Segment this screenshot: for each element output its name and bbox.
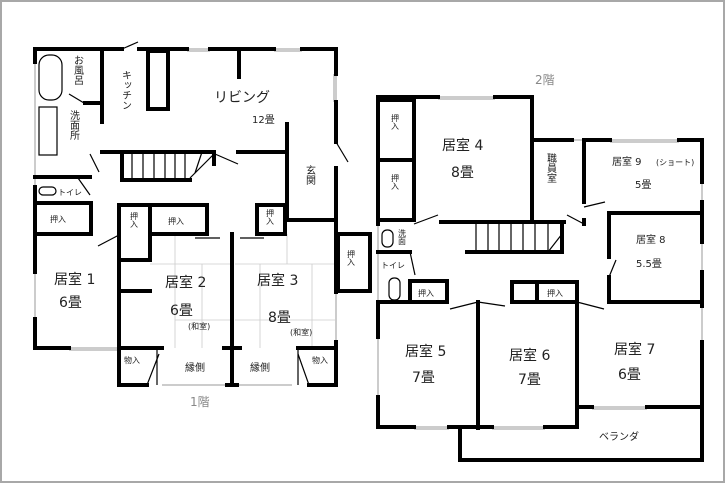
engawa-label: 縁側 — [185, 361, 205, 374]
doors — [409, 201, 617, 310]
washbasin-icon — [38, 106, 58, 156]
storage-label: 物入 — [124, 355, 140, 365]
bath-label: お風呂 — [72, 55, 84, 86]
first-floor: お風呂 キッチン リビング 12畳 洗面所 トイレ 玄関 押入 押入 押入 押入… — [33, 41, 372, 409]
room6-label: 居室 6 — [509, 347, 550, 364]
room4-label: 居室 4 — [442, 137, 483, 154]
stairs — [465, 222, 564, 254]
closet-label: 押入 — [391, 173, 400, 190]
room8-size: 5.5畳 — [636, 258, 662, 270]
entrance-label: 玄関 — [304, 164, 316, 186]
second-floor: 押入 押入 居室 4 8畳 職員室 居室 9 (ショート) 5畳 居室 8 5.… — [376, 72, 704, 462]
room3-size: 8畳 — [268, 310, 291, 326]
doors — [68, 41, 349, 386]
room5-label: 居室 5 — [405, 343, 446, 360]
room2-type: (和室) — [188, 321, 210, 331]
closet-label: 押入 — [391, 113, 400, 130]
room5-size: 7畳 — [412, 370, 435, 386]
toilet-label: トイレ — [381, 261, 405, 270]
room7-label: 居室 7 — [614, 341, 655, 358]
room7-size: 6畳 — [618, 367, 641, 383]
toilet-icon — [388, 277, 401, 301]
walls — [376, 95, 704, 462]
windows — [377, 96, 703, 430]
stairs — [120, 150, 216, 182]
living-label: リビング — [214, 90, 270, 106]
room1-label: 居室 1 — [54, 271, 95, 288]
washbasin-icon — [381, 229, 394, 248]
bathtub-icon — [38, 54, 63, 101]
room3-type: (和室) — [290, 327, 312, 337]
storage-label: 物入 — [312, 355, 328, 365]
closet-label: 押入 — [130, 211, 139, 228]
first-floor-label: 1階 — [190, 394, 210, 409]
walls — [33, 47, 372, 387]
wash-label: 洗面 — [398, 228, 407, 246]
room9-size: 5畳 — [635, 179, 651, 191]
staff-room-label: 職員室 — [545, 153, 557, 183]
engawa-label: 縁側 — [250, 361, 270, 374]
washroom-label: 洗面所 — [68, 110, 80, 141]
room6-size: 7畳 — [518, 372, 541, 388]
room4-size: 8畳 — [451, 165, 474, 181]
second-floor-label: 2階 — [535, 72, 555, 87]
closet-label: 押入 — [266, 208, 275, 225]
room2-label: 居室 2 — [165, 274, 206, 291]
toilet-icon — [38, 186, 57, 196]
closet-label: 押入 — [347, 249, 356, 266]
living-size: 12畳 — [252, 114, 275, 126]
room8-label: 居室 8 — [636, 233, 666, 246]
veranda-label: ベランダ — [599, 430, 639, 443]
closet-label: 押入 — [547, 288, 563, 298]
toilet-label: トイレ — [58, 188, 82, 197]
closet-label: 押入 — [168, 216, 184, 226]
windows — [34, 48, 337, 386]
room9-note: (ショート) — [656, 158, 694, 167]
kitchen-label: キッチン — [120, 70, 131, 110]
room9-label: 居室 9 — [612, 155, 642, 168]
room3-label: 居室 3 — [257, 272, 298, 289]
closet-label: 押入 — [50, 214, 66, 224]
closet-label: 押入 — [418, 288, 434, 298]
room2-size: 6畳 — [170, 303, 193, 319]
room1-size: 6畳 — [59, 295, 82, 311]
tatami-lines — [150, 234, 336, 348]
